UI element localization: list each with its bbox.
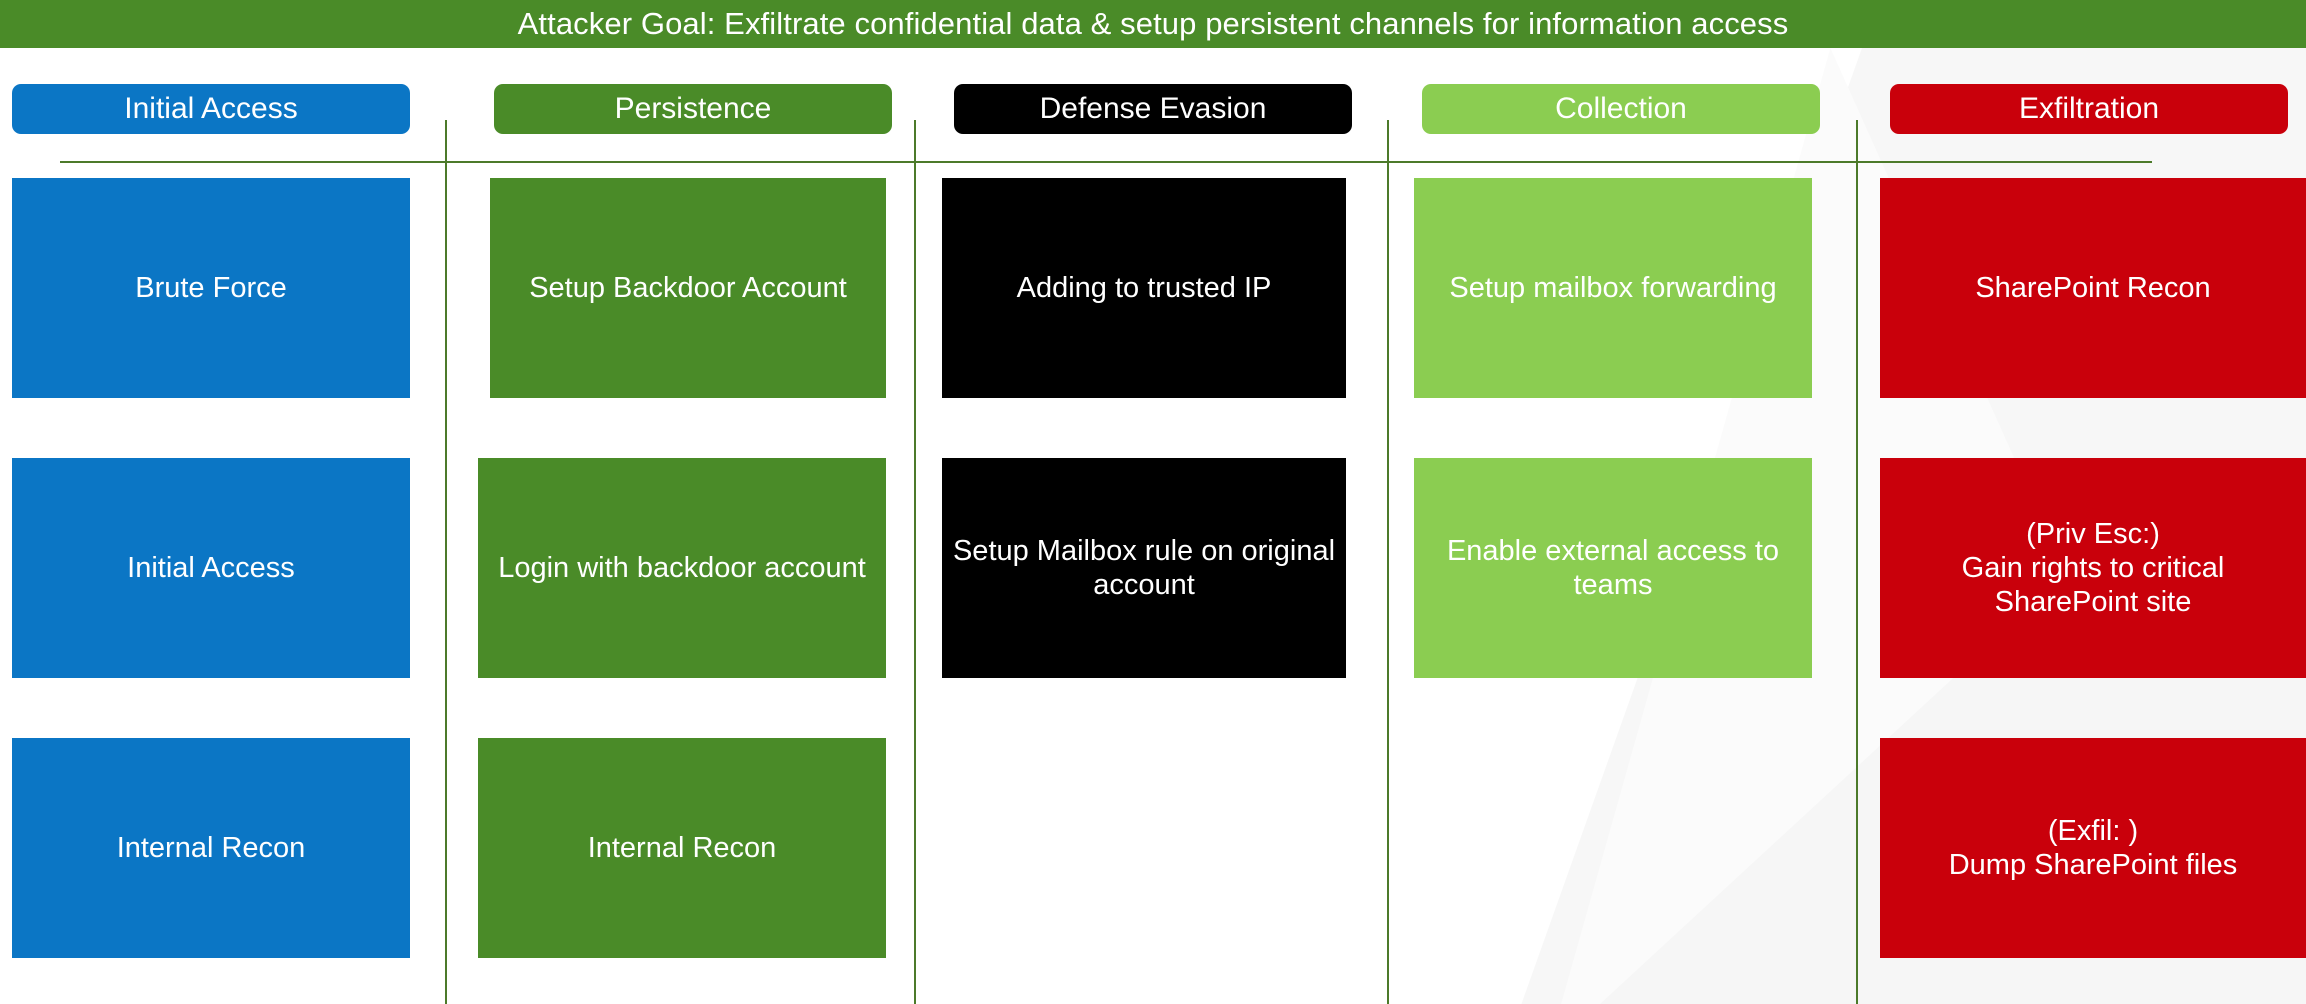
cell-persistence-1[interactable]: Setup Backdoor Account: [490, 178, 886, 398]
cell-initial-access-1[interactable]: Brute Force: [12, 178, 410, 398]
column-initial-access: Initial Access Brute Force Initial Acces…: [0, 84, 446, 958]
column-header-exfiltration[interactable]: Exfiltration: [1890, 84, 2288, 134]
cell-exfiltration-3[interactable]: (Exfil: ) Dump SharePoint files: [1880, 738, 2306, 958]
cell-collection-2[interactable]: Enable external access to teams: [1414, 458, 1812, 678]
column-header-collection[interactable]: Collection: [1422, 84, 1820, 134]
cell-persistence-3[interactable]: Internal Recon: [478, 738, 886, 958]
cell-exfiltration-1[interactable]: SharePoint Recon: [1880, 178, 2306, 398]
header-separator-line: [60, 161, 2152, 163]
column-divider-4: [1856, 120, 1858, 1004]
attacker-goal-title: Attacker Goal: Exfiltrate confidential d…: [517, 6, 1789, 41]
attacker-goal-banner: Attacker Goal: Exfiltrate confidential d…: [0, 0, 2306, 48]
column-header-initial-access[interactable]: Initial Access: [12, 84, 410, 134]
column-divider-2: [914, 120, 916, 1004]
column-divider-3: [1387, 120, 1389, 1004]
column-divider-1: [445, 120, 447, 1004]
column-header-persistence[interactable]: Persistence: [494, 84, 892, 134]
cell-exfiltration-2[interactable]: (Priv Esc:) Gain rights to critical Shar…: [1880, 458, 2306, 678]
cell-initial-access-3[interactable]: Internal Recon: [12, 738, 410, 958]
cell-initial-access-2[interactable]: Initial Access: [12, 458, 410, 678]
column-exfiltration: Exfiltration SharePoint Recon (Priv Esc:…: [1880, 84, 2306, 958]
column-collection: Collection Setup mailbox forwarding Enab…: [1410, 84, 1856, 678]
cell-collection-1[interactable]: Setup mailbox forwarding: [1414, 178, 1812, 398]
column-defense-evasion: Defense Evasion Adding to trusted IP Set…: [940, 84, 1386, 678]
column-persistence: Persistence Setup Backdoor Account Login…: [470, 84, 916, 958]
column-header-defense-evasion[interactable]: Defense Evasion: [954, 84, 1352, 134]
cell-persistence-2[interactable]: Login with backdoor account: [478, 458, 886, 678]
cell-defense-evasion-2[interactable]: Setup Mailbox rule on original account: [942, 458, 1346, 678]
cell-defense-evasion-1[interactable]: Adding to trusted IP: [942, 178, 1346, 398]
